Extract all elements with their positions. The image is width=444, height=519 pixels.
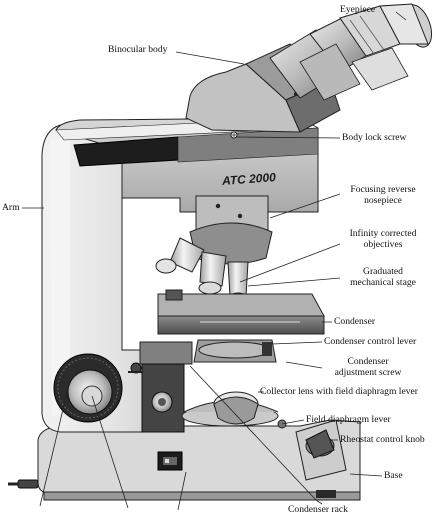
leader-rack-tail bbox=[315, 499, 323, 505]
leader-field-diaphragm bbox=[281, 419, 305, 425]
label-arm: Arm bbox=[2, 202, 20, 213]
leader-stage bbox=[247, 277, 341, 287]
label-binocular-body: Binocular body bbox=[108, 44, 168, 55]
label-infinity-corrected-objectives-line1: Infinity corrected bbox=[349, 228, 417, 239]
leader-eyepiece bbox=[395, 11, 407, 21]
leader-base bbox=[349, 473, 383, 477]
collector-lens-housing bbox=[141, 363, 287, 433]
base-body bbox=[8, 419, 361, 501]
eyepiece-tubes bbox=[269, 3, 433, 101]
label-infinity-corrected-objectives-line2: objectives bbox=[363, 239, 403, 250]
leader-focus-right bbox=[91, 395, 129, 509]
leader-nosepiece bbox=[269, 193, 341, 219]
label-infinity-corrected-objectives: Infinity corrected objectives bbox=[338, 228, 428, 250]
leader-condenser-rack bbox=[189, 365, 317, 501]
leader-binocular bbox=[175, 51, 245, 65]
label-condenser-adjustment-screw-line1: Condenser bbox=[347, 356, 389, 367]
label-base: Base bbox=[384, 470, 403, 481]
label-field-diaphragm-lever: Field diaphragm lever bbox=[306, 414, 391, 425]
leader-body-lock bbox=[235, 136, 341, 139]
label-collector-lens: Collector lens with field diaphragm leve… bbox=[260, 386, 418, 397]
label-graduated-mechanical-stage-line1: Graduated bbox=[363, 266, 403, 277]
leader-focus-left bbox=[39, 379, 71, 507]
leader-switch bbox=[177, 471, 187, 511]
focus-knob bbox=[53, 353, 123, 423]
label-focusing-reverse-nosepiece-line1: Focusing reverse bbox=[350, 184, 416, 195]
leader-objectives bbox=[239, 243, 341, 283]
leader-lines bbox=[22, 11, 407, 511]
label-rheostat-control-knob: Rheostat control knob bbox=[340, 434, 425, 445]
leader-condenser-lever bbox=[271, 341, 323, 345]
mechanical-stage bbox=[157, 289, 325, 335]
label-condenser-adjustment-screw-line2: adjustment screw bbox=[334, 367, 402, 378]
label-body-lock-screw: Body lock screw bbox=[342, 132, 407, 143]
power-switch bbox=[157, 451, 183, 471]
label-graduated-mechanical-stage: Graduated mechanical stage bbox=[328, 266, 438, 288]
label-focusing-reverse-nosepiece-line2: nosepiece bbox=[364, 195, 402, 206]
rheostat-knob bbox=[295, 419, 347, 481]
label-condenser-rack: Condenser rack bbox=[288, 504, 348, 515]
label-graduated-mechanical-stage-line2: mechanical stage bbox=[350, 277, 416, 288]
label-focusing-reverse-nosepiece: Focusing reverse nosepiece bbox=[338, 184, 428, 206]
label-eyepiece: Eyepiece bbox=[340, 4, 376, 15]
label-condenser: Condenser bbox=[334, 316, 376, 327]
head-housing bbox=[55, 117, 320, 213]
leader-condenser-screw bbox=[285, 361, 323, 369]
label-condenser-control-lever: Condenser control lever bbox=[324, 336, 417, 347]
label-condenser-adjustment-screw: Condenser adjustment screw bbox=[318, 356, 418, 378]
arm-body bbox=[41, 123, 181, 433]
condenser-shape bbox=[128, 339, 277, 374]
